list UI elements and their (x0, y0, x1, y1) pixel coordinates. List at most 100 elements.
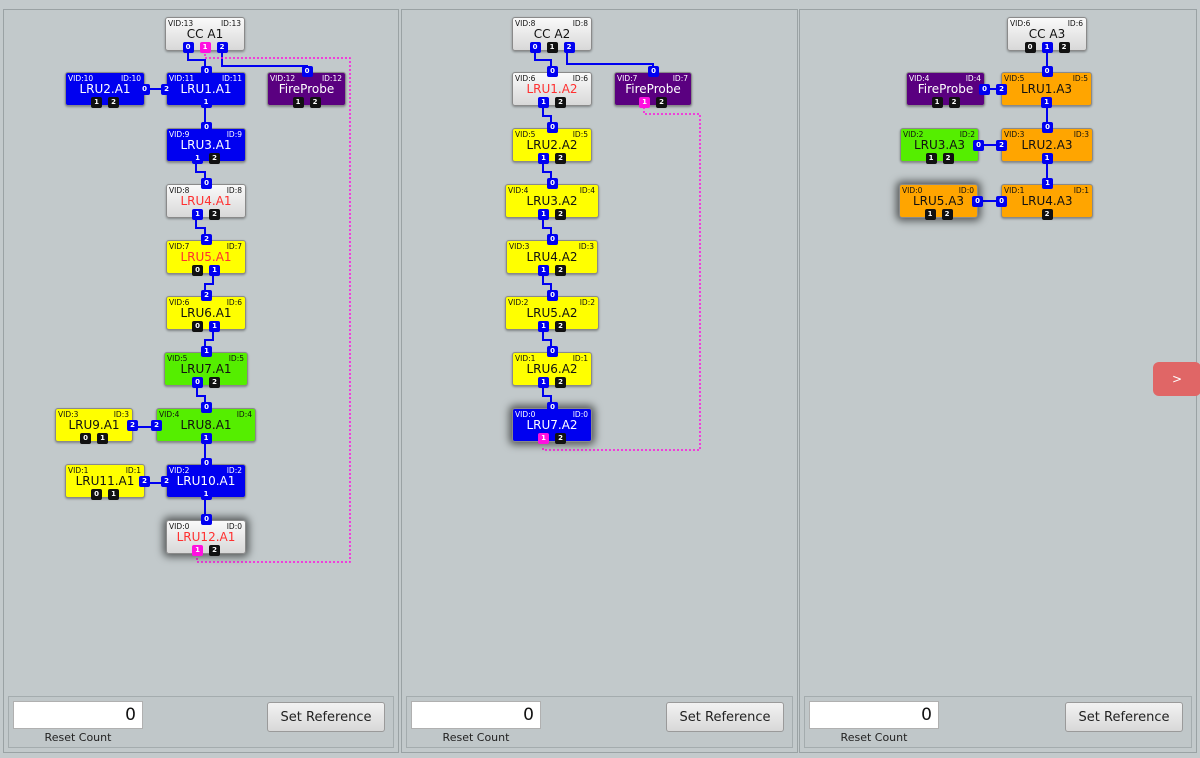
port-badge[interactable]: 0 (1024, 42, 1036, 53)
port-badge[interactable]: 2 (555, 377, 566, 388)
reset-count-field[interactable]: 0 (809, 701, 939, 729)
reset-count-field[interactable]: 0 (411, 701, 541, 729)
port-badge[interactable]: 2 (555, 265, 566, 276)
port-badge[interactable]: 0 (182, 42, 194, 53)
next-panel-button[interactable]: > (1153, 362, 1200, 396)
port-badge[interactable]: 1 (192, 209, 203, 220)
port-badge[interactable]: 1 (639, 97, 650, 108)
link-port-badge[interactable]: 2 (139, 476, 150, 487)
link-port-badge[interactable]: 2 (996, 84, 1007, 95)
port-badge[interactable]: 1 (192, 545, 203, 556)
port-badge[interactable]: 2 (1058, 42, 1070, 53)
link-port-badge[interactable]: 0 (996, 196, 1007, 207)
link-port-badge[interactable]: 0 (547, 402, 558, 413)
port-badge[interactable]: 2 (555, 433, 566, 444)
port-badge[interactable]: 0 (192, 265, 203, 276)
port-badge[interactable]: 1 (538, 153, 549, 164)
port-badge[interactable]: 1 (200, 489, 212, 500)
link-port-badge[interactable]: 2 (201, 290, 212, 301)
link-port-badge[interactable]: 0 (547, 234, 558, 245)
link-port-badge[interactable]: 2 (201, 234, 212, 245)
port-badge[interactable]: 2 (555, 209, 566, 220)
link-port-badge[interactable]: 0 (547, 122, 558, 133)
port-badge[interactable]: 2 (555, 321, 566, 332)
port-badge[interactable]: 2 (941, 209, 953, 220)
port-badge[interactable]: 2 (209, 209, 220, 220)
port-badge[interactable]: 0 (91, 489, 102, 500)
set-reference-button[interactable]: Set Reference (666, 702, 784, 732)
link-port-badge[interactable]: 0 (547, 346, 558, 357)
port-badge[interactable]: 1 (192, 153, 203, 164)
port-badge[interactable]: 1 (209, 321, 220, 332)
link-port-badge[interactable]: 2 (127, 420, 138, 431)
port-badge[interactable]: 2 (656, 97, 667, 108)
link-port-badge[interactable]: 1 (1042, 178, 1053, 189)
port-badge[interactable]: 1 (292, 97, 304, 108)
port-badge[interactable]: 1 (538, 265, 549, 276)
link-port-badge[interactable]: 0 (547, 178, 558, 189)
port-badge[interactable]: 1 (200, 433, 212, 444)
link-port-badge[interactable]: 2 (161, 476, 172, 487)
link-port-badge[interactable]: 0 (973, 140, 984, 151)
port-badge[interactable]: 1 (209, 265, 220, 276)
port-badge[interactable]: 1 (538, 209, 549, 220)
port-badge[interactable]: 2 (216, 42, 228, 53)
port-badge[interactable]: 2 (108, 97, 119, 108)
port-badge[interactable]: 1 (538, 377, 549, 388)
reset-count-field[interactable]: 0 (13, 701, 143, 729)
port-badge[interactable]: 2 (309, 97, 321, 108)
port-badge[interactable]: 1 (91, 97, 102, 108)
port-badge[interactable]: 2 (209, 545, 220, 556)
link-port-badge[interactable]: 0 (1041, 66, 1053, 77)
port-badge[interactable]: 0 (192, 377, 203, 388)
port-badge[interactable]: 1 (538, 321, 549, 332)
port-badge[interactable]: 1 (924, 209, 936, 220)
set-reference-button[interactable]: Set Reference (267, 702, 385, 732)
port-badge[interactable]: 1 (546, 42, 558, 53)
port-badge[interactable]: 1 (108, 489, 119, 500)
port-badge[interactable]: 2 (209, 153, 220, 164)
port-badge[interactable]: 0 (80, 433, 91, 444)
port-badge[interactable]: 1 (538, 97, 549, 108)
port-badge[interactable]: 1 (200, 97, 212, 108)
link-port-badge[interactable]: 0 (301, 66, 313, 77)
set-reference-button[interactable]: Set Reference (1065, 702, 1183, 732)
link-port-badge[interactable]: 0 (201, 514, 212, 525)
link-port-badge[interactable]: 0 (972, 196, 983, 207)
port-badge[interactable]: 1 (97, 433, 108, 444)
link-port-badge[interactable]: 0 (201, 402, 212, 413)
link-port-badge[interactable]: 2 (996, 140, 1007, 151)
link-port-badge[interactable]: 2 (151, 420, 162, 431)
port-badge[interactable]: 1 (1041, 97, 1052, 108)
link-port-badge[interactable]: 0 (648, 66, 659, 77)
link-port-badge[interactable]: 0 (201, 122, 212, 133)
port-badge[interactable]: 2 (555, 97, 566, 108)
link-port-badge[interactable]: 2 (161, 84, 172, 95)
link-port-badge[interactable]: 0 (139, 84, 150, 95)
link-port-badge[interactable]: 0 (201, 458, 212, 469)
